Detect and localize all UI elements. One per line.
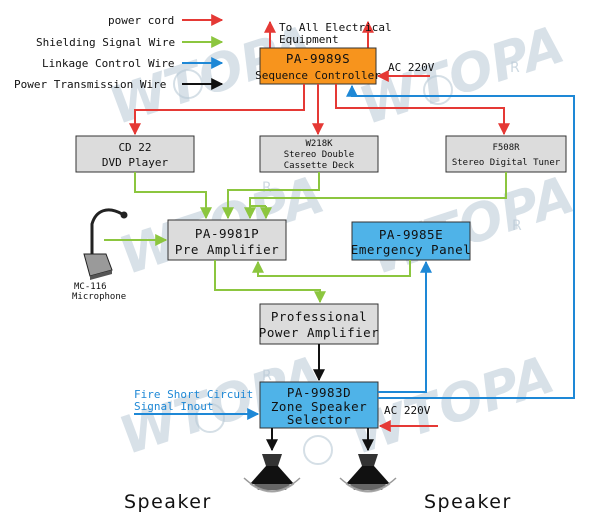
watermark-globe-icon: [303, 435, 333, 465]
power-cord-to-dvd: [129, 84, 305, 136]
dvd-player-box: [75, 135, 195, 173]
linkage-zone-to-controller: [346, 84, 575, 399]
power-amp-line1: Professional: [271, 309, 367, 324]
linkage-zone-to-emergency: [378, 260, 432, 393]
watermark-registered-mark: R: [262, 180, 272, 196]
power-amplifier-box: [259, 303, 379, 345]
signal-tuner-to-preamp: [244, 172, 507, 220]
cassette-name-line1: Stereo Double: [284, 150, 354, 160]
speaker-right-icon: [339, 454, 397, 493]
watermark-registered-mark: R: [262, 368, 272, 384]
mic-model: MC-116: [74, 282, 107, 292]
microphone-icon: [83, 208, 128, 280]
watermark-registered-mark: R: [510, 60, 520, 76]
speaker-right-label: Speaker: [424, 491, 512, 513]
legend-label-transmission: Power Transmission Wire: [14, 78, 166, 91]
fire-label-line1: Fire Short Circuit: [134, 388, 253, 401]
zone-model: PA-9983D: [287, 385, 351, 400]
signal-dvd-to-preamp: [134, 172, 212, 220]
zone-selector-box: [259, 381, 379, 429]
preamp-name: Pre Amplifier: [175, 242, 279, 257]
fire-label-line2: Signal Inout: [134, 400, 213, 413]
watermark-registered-mark: R: [512, 218, 522, 234]
legend-label-power-cord: power cord: [108, 14, 174, 27]
power-cord-to-tuner: [335, 84, 510, 136]
preamp-model: PA-9981P: [195, 226, 259, 241]
power-amp-line2: Power Amplifier: [259, 325, 379, 340]
tuner-name: Stereo Digital Tuner: [452, 158, 561, 168]
controller-model: PA-9989S: [286, 51, 350, 66]
to-all-label-line2: Equipment: [279, 33, 339, 46]
emergency-name: Emergency Panel: [351, 242, 471, 257]
zone-name-line1: Zone Speaker: [271, 399, 367, 414]
mic-name: Microphone: [72, 292, 126, 302]
watermark-globe-icon: [423, 75, 453, 105]
legend-label-shielding: Shielding Signal Wire: [36, 36, 175, 49]
speaker-left-label: Speaker: [124, 491, 212, 513]
legend: power cord Shielding Signal Wire Linkage…: [14, 14, 224, 91]
dvd-name: DVD Player: [102, 156, 169, 169]
zone-name-line2: Selector: [287, 412, 351, 427]
ac-label-top: AC 220V: [388, 61, 435, 74]
cassette-model: W218K: [305, 139, 333, 149]
signal-preamp-to-power-amp: [214, 260, 326, 304]
emergency-panel-box: [351, 221, 471, 261]
emergency-model: PA-9985E: [379, 227, 443, 242]
pre-amplifier-box: [167, 219, 287, 261]
watermark-globe-icon: [195, 403, 225, 433]
controller-name: Sequence Controller: [255, 69, 381, 82]
speaker-left-icon: [243, 454, 301, 493]
signal-cassette-to-preamp: [222, 172, 320, 220]
legend-label-linkage: Linkage Control Wire: [42, 57, 174, 70]
cassette-name-line2: Cassette Deck: [284, 161, 355, 171]
signal-emergency-to-preamp: [252, 260, 411, 277]
ac-label-bottom: AC 220V: [384, 404, 431, 417]
dvd-model: CD 22: [118, 141, 151, 154]
to-all-label-line1: To All Electrical: [279, 21, 392, 34]
tuner-box: [445, 135, 567, 173]
tuner-model: F508R: [492, 143, 520, 153]
